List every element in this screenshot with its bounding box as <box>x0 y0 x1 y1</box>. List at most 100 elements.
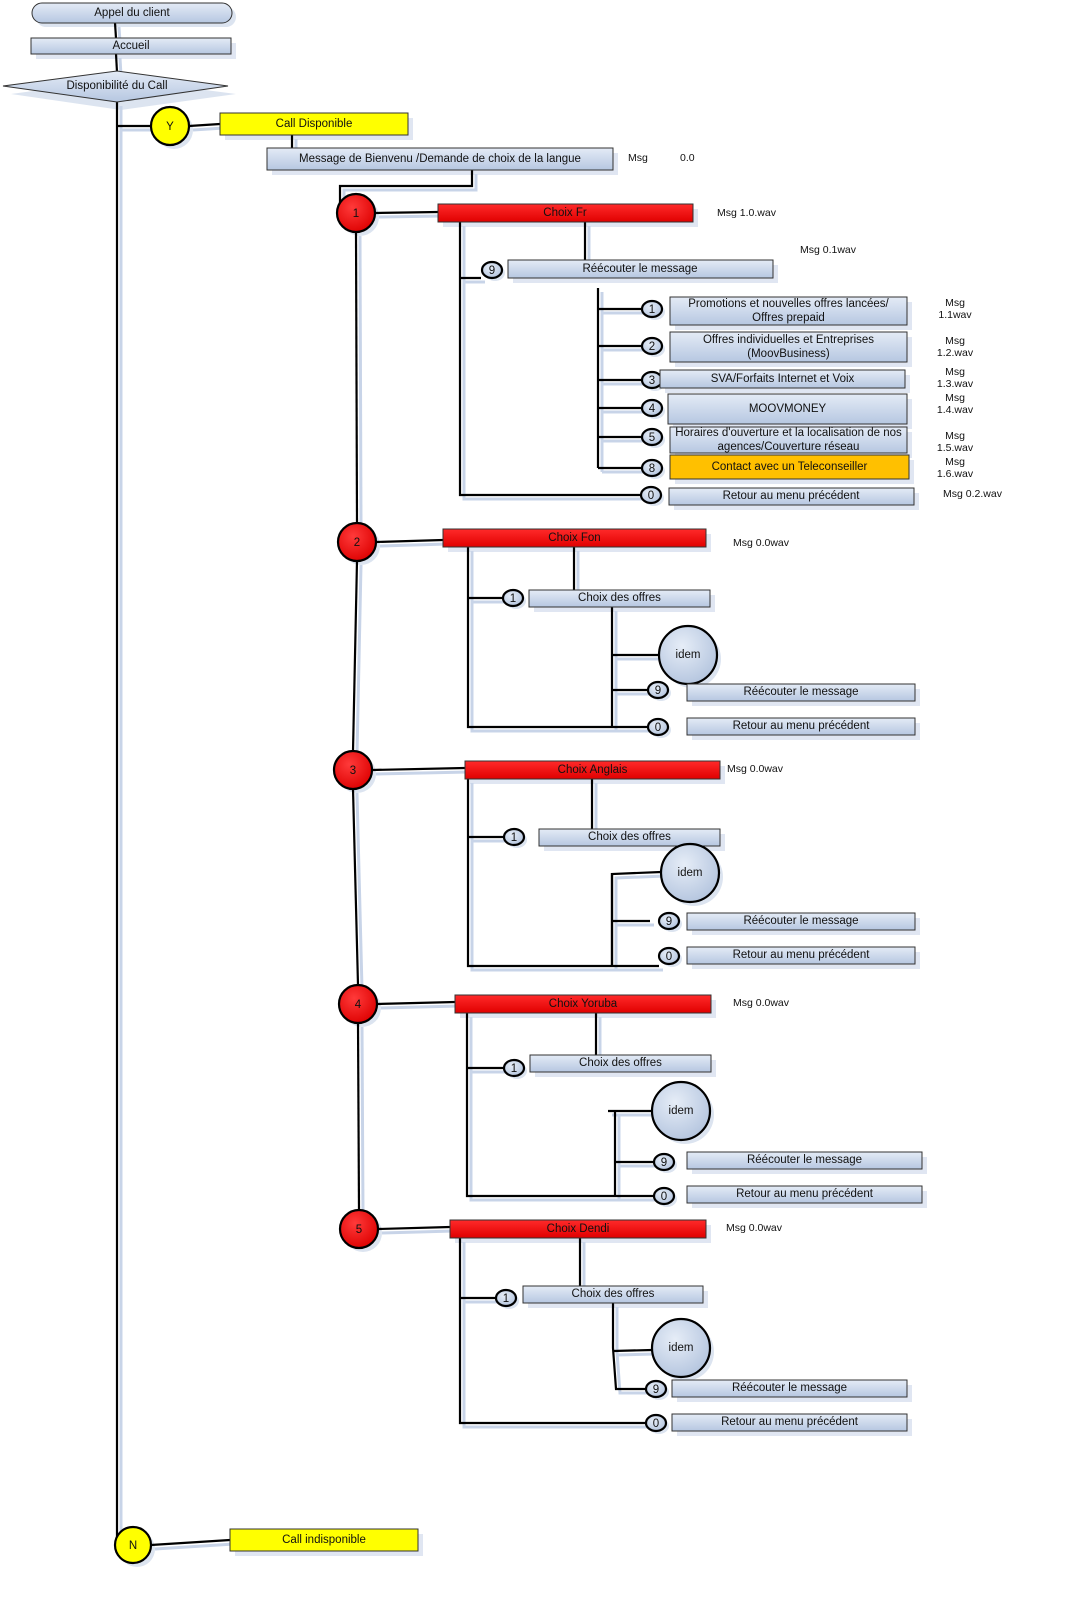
accueil-box[interactable] <box>30 37 232 55</box>
call-unavailable-box[interactable] <box>229 1528 419 1552</box>
lang-2-choice-box[interactable] <box>442 528 707 548</box>
fr-replay-box[interactable] <box>507 259 774 279</box>
fr-back-box[interactable] <box>668 487 915 506</box>
fr-option-8-msg: Msg <box>945 456 965 468</box>
fr-option-1-label-line1: Promotions et nouvelles offres lancées/ <box>688 298 889 310</box>
lang-3-offers-label: Choix des offres <box>588 831 671 843</box>
start-terminator[interactable] <box>31 2 233 24</box>
call-available-box[interactable] <box>219 112 409 136</box>
lang-2-choice-label: Choix Fon <box>548 532 600 544</box>
lang-5-choice-box[interactable] <box>449 1219 707 1239</box>
fr-option-4-key[interactable] <box>640 398 664 418</box>
lang-4-back-key[interactable] <box>652 1186 676 1206</box>
lang-4-replay-key[interactable] <box>652 1152 676 1172</box>
language-node-4[interactable] <box>337 983 379 1025</box>
lang-2-offers-key-label: 1 <box>510 593 516 605</box>
lang-2-replay-box[interactable] <box>686 683 916 702</box>
connector-line <box>371 766 466 772</box>
language-node-2-label: 2 <box>354 537 360 549</box>
fr-option-4-box[interactable] <box>667 393 908 425</box>
lang-5-offers-label: Choix des offres <box>572 1288 655 1300</box>
lang-5-back-box[interactable] <box>671 1413 908 1432</box>
lang-4-offers-key[interactable] <box>502 1058 526 1078</box>
lang-5-offers-key[interactable] <box>494 1288 518 1308</box>
lang-3-replay-box[interactable] <box>686 912 916 931</box>
availability-decision[interactable] <box>2 70 229 103</box>
fr-option-2-box[interactable] <box>669 331 908 363</box>
lang-4-offers-key-label: 1 <box>511 1063 517 1075</box>
fr-option-4-key-label: 4 <box>649 403 656 415</box>
lang-2-back-key[interactable] <box>646 717 670 737</box>
lang-5-idem-node[interactable] <box>650 1317 712 1379</box>
lang-2-choice-msg: Msg 0.0wav <box>733 537 790 549</box>
yes-label: Y <box>166 121 174 133</box>
lang-5-replay-key[interactable] <box>644 1379 668 1399</box>
lang-5-back-key[interactable] <box>644 1413 668 1433</box>
accueil-label: Accueil <box>112 40 149 52</box>
fr-option-5-key-label: 5 <box>649 432 655 444</box>
choice-fr-label: Choix Fr <box>543 207 587 219</box>
lang-4-idem-node[interactable] <box>650 1080 712 1142</box>
lang-3-offers-key-label: 1 <box>511 832 517 844</box>
lang-2-back-label: Retour au menu précédent <box>733 720 871 732</box>
lang-5-replay-key-label: 9 <box>653 1384 659 1396</box>
lang-3-offers-key[interactable] <box>502 827 526 847</box>
lang-4-offers-box[interactable] <box>529 1054 712 1073</box>
lang-3-choice-msg: Msg 0.0wav <box>727 763 784 775</box>
lang-3-replay-label: Réécouter le message <box>743 915 858 927</box>
fr-option-8-key[interactable] <box>640 458 664 478</box>
fr-replay-key[interactable] <box>480 260 504 280</box>
lang-2-offers-key[interactable] <box>501 588 525 608</box>
lang-2-offers-box[interactable] <box>528 589 711 608</box>
lang-3-choice-box[interactable] <box>464 760 721 780</box>
lang-2-back-key-label: 0 <box>655 722 661 734</box>
lang-5-replay-label: Réécouter le message <box>732 1382 847 1394</box>
lang-4-choice-box[interactable] <box>454 994 712 1014</box>
fr-option-2-label-line2: (MoovBusiness) <box>747 348 830 360</box>
connector-line <box>188 122 221 128</box>
lang-5-replay-box[interactable] <box>671 1379 908 1398</box>
fr-option-2-label-line1: Offres individuelles et Entreprises <box>703 334 874 346</box>
language-node-1[interactable] <box>335 192 377 234</box>
lang-2-replay-key[interactable] <box>646 680 670 700</box>
fr-option-3-box[interactable] <box>659 369 906 389</box>
fr-option-5-key[interactable] <box>640 427 664 447</box>
lang-4-back-box[interactable] <box>686 1185 923 1204</box>
lang-3-back-key[interactable] <box>657 946 681 966</box>
lang-3-replay-key[interactable] <box>657 911 681 931</box>
fr-option-5-box[interactable] <box>669 426 908 454</box>
welcome-message-box[interactable] <box>266 147 614 171</box>
connector-line <box>374 210 439 215</box>
fr-back-key[interactable] <box>639 485 663 505</box>
welcome-msg-label: Msg <box>628 152 648 164</box>
lang-3-idem-node[interactable] <box>659 842 721 904</box>
fr-option-1-key[interactable] <box>640 299 664 319</box>
fr-option-2-msg-file: 1.2.wav <box>937 347 974 359</box>
fr-option-1-label-line2: Offres prepaid <box>752 312 825 324</box>
lang-5-offers-box[interactable] <box>522 1285 704 1304</box>
lang-3-back-box[interactable] <box>686 946 916 965</box>
fr-back-key-label: 0 <box>648 490 654 502</box>
fr-replay-key-label: 9 <box>489 265 495 277</box>
language-node-1-label: 1 <box>353 208 359 220</box>
fr-option-1-box[interactable] <box>669 296 908 326</box>
language-node-5[interactable] <box>338 1208 380 1250</box>
fr-option-8-label: Contact avec un Teleconseiller <box>712 461 868 473</box>
yes-node[interactable] <box>149 105 191 147</box>
decision-label: Disponibilité du Call <box>67 80 168 92</box>
lang-3-offers-box[interactable] <box>538 828 721 847</box>
language-node-3[interactable] <box>332 749 374 791</box>
no-node[interactable] <box>113 1525 153 1565</box>
language-node-5-label: 5 <box>356 1224 362 1236</box>
fr-option-8-box[interactable] <box>669 454 910 480</box>
choice-fr-box[interactable] <box>437 203 694 223</box>
lang-2-replay-key-label: 9 <box>655 685 661 697</box>
language-node-2[interactable] <box>336 521 378 563</box>
fr-back-label: Retour au menu précédent <box>723 490 861 502</box>
lang-2-back-box[interactable] <box>686 717 916 736</box>
fr-option-2-key[interactable] <box>640 336 664 356</box>
fr-option-3-msg: Msg <box>945 366 965 378</box>
lang-4-replay-box[interactable] <box>686 1151 923 1170</box>
call-available-label: Call Disponible <box>276 118 353 130</box>
